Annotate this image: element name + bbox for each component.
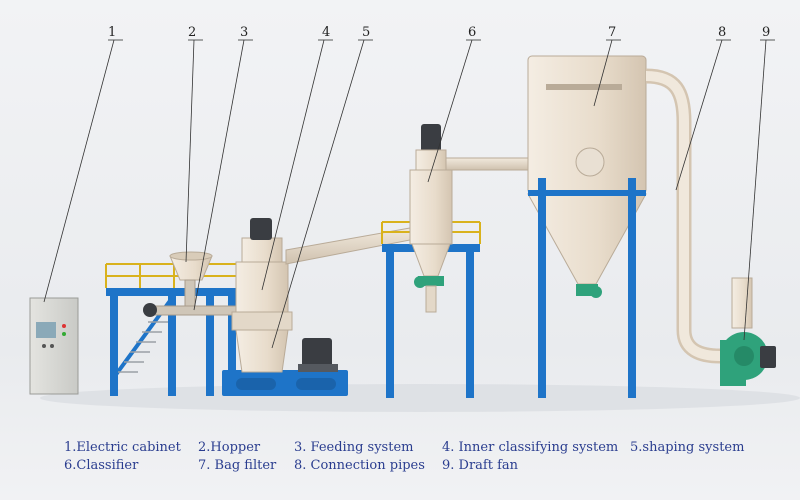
legend-item-inner-classifying-system: 4. Inner classifying system bbox=[442, 440, 619, 455]
legend-item-hopper: 2.Hopper bbox=[198, 440, 261, 455]
legend-item-shaping-system: 5.shaping system bbox=[630, 440, 745, 455]
callout-5: 5 bbox=[362, 25, 371, 40]
callout-1: 1 bbox=[108, 25, 117, 40]
callout-6: 6 bbox=[468, 25, 477, 40]
callout-7: 7 bbox=[608, 25, 617, 40]
callout-3: 3 bbox=[240, 25, 249, 40]
callout-9: 9 bbox=[762, 25, 771, 40]
hopper bbox=[169, 251, 213, 281]
feeding-system bbox=[143, 279, 243, 317]
connection-pipe-b bbox=[445, 157, 531, 171]
mill-base bbox=[222, 370, 348, 396]
legend-item-electric-cabinet: 1.Electric cabinet bbox=[64, 440, 181, 455]
connection-pipe-c bbox=[645, 68, 721, 364]
electric-cabinet bbox=[29, 297, 79, 395]
legend-item-bag-filter: 7. Bag filter bbox=[198, 458, 277, 473]
floor-shadow bbox=[40, 384, 800, 412]
bag-filter bbox=[527, 55, 647, 398]
legend-item-draft-fan: 9. Draft fan bbox=[442, 458, 519, 473]
draft-fan bbox=[720, 277, 776, 386]
legend-item-connection-pipes: 8. Connection pipes bbox=[294, 458, 425, 473]
callout-4: 4 bbox=[322, 25, 331, 40]
leader-lines bbox=[43, 39, 775, 349]
callout-8: 8 bbox=[718, 25, 727, 40]
classifier bbox=[409, 124, 453, 313]
legend-item-classifier: 6.Classifier bbox=[64, 458, 139, 473]
mill-column bbox=[231, 218, 338, 373]
legend-item-feeding-system: 3. Feeding system bbox=[294, 440, 414, 455]
feeding-platform bbox=[105, 263, 239, 396]
callout-2: 2 bbox=[188, 25, 197, 40]
